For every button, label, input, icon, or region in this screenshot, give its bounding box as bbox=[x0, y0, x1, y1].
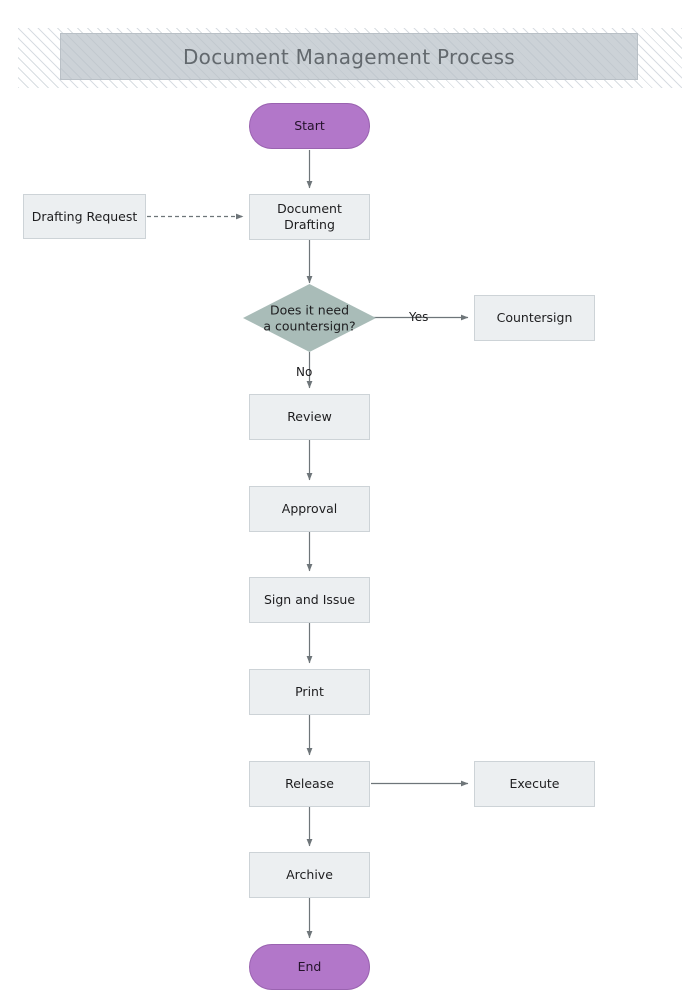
page-title: Document Management Process bbox=[182, 44, 516, 69]
node-decision-countersign[interactable]: Does it need a countersign? bbox=[243, 284, 376, 352]
node-review-label: Review bbox=[287, 409, 332, 425]
node-countersign[interactable]: Countersign bbox=[474, 295, 595, 341]
node-sign-and-issue[interactable]: Sign and Issue bbox=[249, 577, 370, 623]
title-banner: Document Management Process bbox=[60, 33, 638, 80]
node-release[interactable]: Release bbox=[249, 761, 370, 807]
edge-label-no: No bbox=[296, 365, 313, 379]
node-document-drafting[interactable]: Document Drafting bbox=[249, 194, 370, 240]
node-drafting-request[interactable]: Drafting Request bbox=[23, 194, 146, 239]
node-decision-label-line1: Does it need bbox=[269, 302, 350, 318]
node-start-label: Start bbox=[294, 118, 325, 134]
edge-label-yes: Yes bbox=[409, 310, 429, 324]
node-release-label: Release bbox=[285, 776, 334, 792]
node-decision-label: Does it need a countersign? bbox=[263, 302, 355, 333]
node-drafting-request-label: Drafting Request bbox=[31, 208, 138, 224]
node-end-label: End bbox=[297, 959, 322, 975]
node-approval[interactable]: Approval bbox=[249, 486, 370, 532]
node-print[interactable]: Print bbox=[249, 669, 370, 715]
node-end[interactable]: End bbox=[249, 944, 370, 990]
node-document-drafting-label-line2: Drafting bbox=[284, 217, 335, 232]
node-sign-and-issue-label: Sign and Issue bbox=[263, 592, 356, 608]
node-start[interactable]: Start bbox=[249, 103, 370, 149]
node-archive[interactable]: Archive bbox=[249, 852, 370, 898]
node-countersign-label: Countersign bbox=[496, 310, 573, 326]
node-document-drafting-label-line1: Document bbox=[277, 201, 342, 217]
node-execute[interactable]: Execute bbox=[474, 761, 595, 807]
node-decision-label-line2: a countersign? bbox=[263, 318, 356, 333]
node-archive-label: Archive bbox=[286, 867, 333, 883]
node-review[interactable]: Review bbox=[249, 394, 370, 440]
node-execute-label: Execute bbox=[509, 776, 560, 792]
node-print-label: Print bbox=[295, 684, 324, 700]
node-approval-label: Approval bbox=[281, 501, 338, 517]
